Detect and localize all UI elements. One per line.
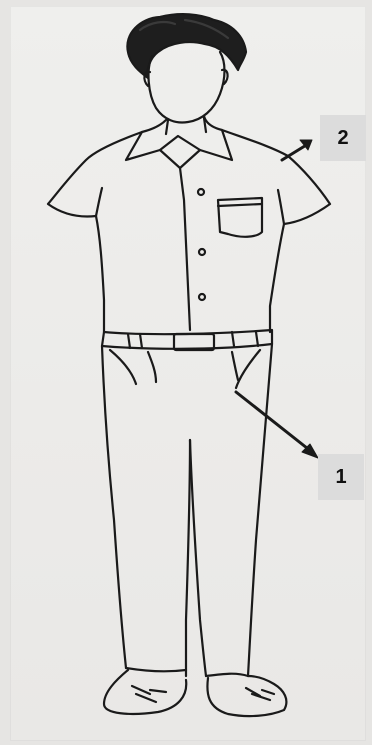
hair [127,14,246,78]
arrow-1-shaft [236,392,312,452]
callout-label-2: 2 [320,115,366,161]
shirt-outline [48,132,142,332]
belt [102,330,272,349]
face [149,52,225,122]
right-shoe [207,676,286,716]
callout-label-1: 1 [318,454,364,500]
arrow-2-shaft [282,144,308,160]
trousers-outline [102,346,126,668]
collar [126,116,232,168]
